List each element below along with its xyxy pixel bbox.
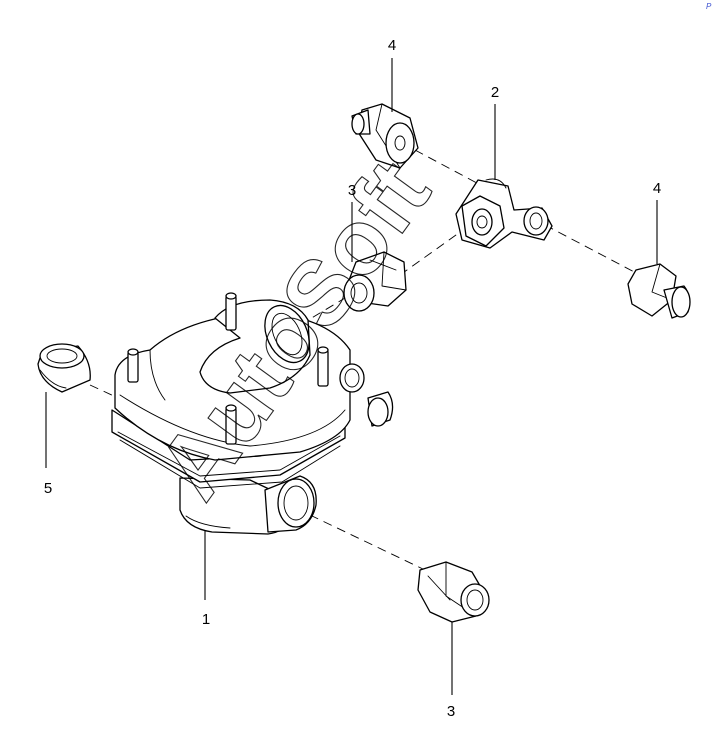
callout-1: 1 xyxy=(202,611,210,628)
axis-line-lower-fitting xyxy=(309,514,426,571)
plug xyxy=(37,343,91,393)
leader-lines xyxy=(45,58,658,695)
callout-2: 2 xyxy=(491,84,499,101)
callout-4-right: 4 xyxy=(653,180,661,197)
corner-mark: P xyxy=(706,2,712,11)
callout-labels: 4 2 3 4 5 1 3 xyxy=(44,37,661,720)
valve-studs xyxy=(127,292,329,445)
fitting-middle xyxy=(343,251,407,312)
fitting-upper xyxy=(351,103,419,169)
callout-5: 5 xyxy=(44,480,52,497)
tee-union xyxy=(455,178,553,249)
callout-3-lower: 3 xyxy=(447,703,455,720)
axis-line-right-fitting xyxy=(544,224,641,276)
callout-3-middle: 3 xyxy=(348,182,356,199)
valve-body xyxy=(111,292,394,535)
fitting-right xyxy=(627,263,691,319)
fitting-lower xyxy=(417,561,490,623)
axis-line-middle-to-body xyxy=(299,294,351,326)
callout-4-upper: 4 xyxy=(388,37,396,54)
